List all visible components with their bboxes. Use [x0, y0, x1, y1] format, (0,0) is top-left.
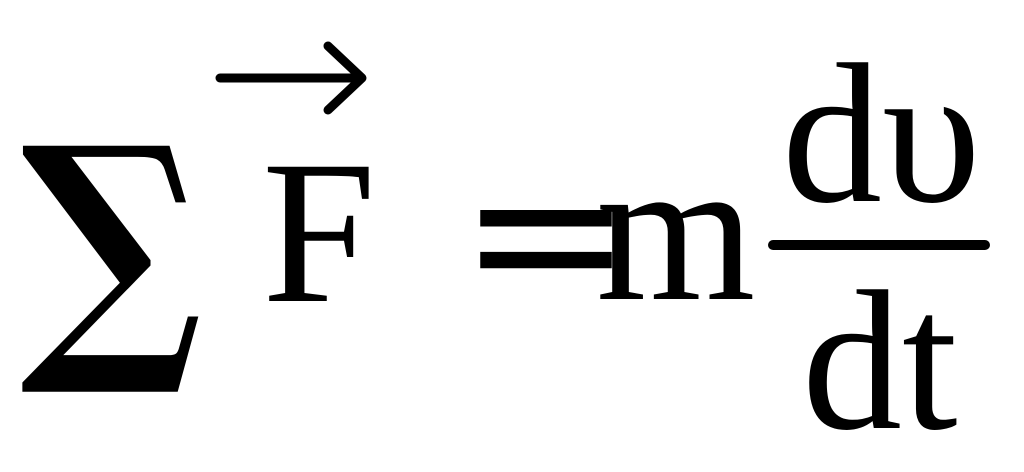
- mass-symbol: m: [596, 117, 756, 344]
- newton-second-law-equation: ∑ F = m dυ dt: [20, 24, 990, 462]
- fraction-bar: [768, 240, 990, 250]
- vector-arrow-icon: [215, 41, 367, 115]
- fraction-numerator: dυ: [782, 24, 982, 245]
- force-symbol: F: [262, 119, 377, 346]
- equals-sign: =: [458, 110, 634, 355]
- fraction-denominator: dt: [802, 251, 958, 472]
- summation-sign: ∑: [20, 86, 203, 404]
